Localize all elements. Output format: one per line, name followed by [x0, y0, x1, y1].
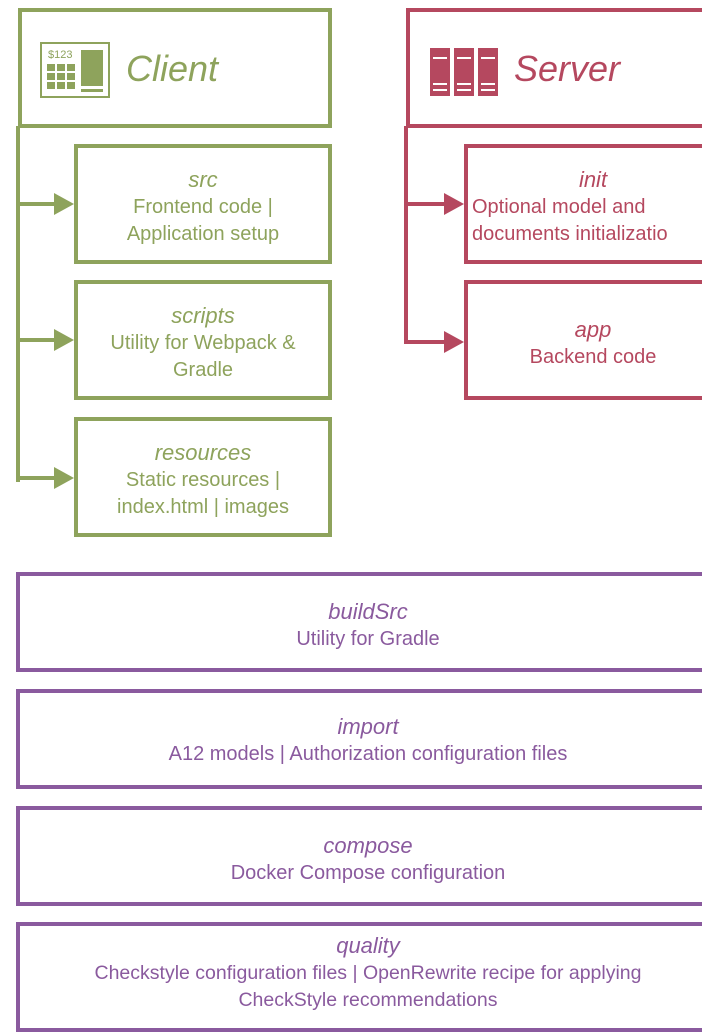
- folder-description: Utility for Webpack & Gradle: [110, 332, 296, 381]
- folder-name: scripts: [171, 303, 235, 328]
- folder-description: Static resources | index.html | images: [117, 469, 289, 518]
- calculator-icon: $123: [40, 42, 110, 98]
- folder-description: Optional model and documents initializat…: [472, 196, 668, 245]
- folder-description: Utility for Gradle: [296, 628, 440, 650]
- folder-name: init: [578, 167, 608, 192]
- folder-name: compose: [323, 833, 413, 858]
- folder-scripts: scripts Utility for Webpack & Gradle: [74, 280, 332, 400]
- client-header: $123 Client: [18, 8, 332, 128]
- arrow-icon: [54, 193, 74, 215]
- folder-description: Backend code: [529, 346, 657, 368]
- server-rack-icon: [430, 48, 498, 96]
- arrow-icon: [54, 467, 74, 489]
- server-header: Server: [406, 8, 702, 128]
- client-title: Client: [126, 48, 219, 89]
- folder-buildsrc: buildSrc Utility for Gradle: [16, 572, 702, 672]
- folder-name: src: [188, 167, 218, 192]
- folder-description: Frontend code | Application setup: [126, 196, 280, 245]
- client-trunk-line: [16, 126, 20, 482]
- folder-resources: resources Static resources | index.html …: [74, 417, 332, 537]
- client-branch-src: [16, 202, 56, 206]
- folder-name: resources: [154, 440, 252, 465]
- arrow-icon: [444, 331, 464, 353]
- folder-import: import A12 models | Authorization config…: [16, 689, 702, 789]
- server-trunk-line: [404, 126, 408, 344]
- client-branch-resources: [16, 476, 56, 480]
- folder-src: src Frontend code | Application setup: [74, 144, 332, 264]
- arrow-icon: [444, 193, 464, 215]
- svg-text:$123: $123: [48, 49, 72, 61]
- server-branch-init: [404, 202, 446, 206]
- folder-name: quality: [336, 933, 400, 958]
- folder-quality: quality Checkstyle configuration files |…: [16, 922, 702, 1032]
- server-branch-app: [404, 340, 446, 344]
- folder-name: import: [337, 714, 399, 739]
- folder-description: Docker Compose configuration: [230, 862, 506, 884]
- folder-description: Checkstyle configuration files | OpenRew…: [94, 962, 642, 1011]
- folder-init: init Optional model and documents initia…: [464, 144, 702, 264]
- server-title: Server: [514, 48, 621, 89]
- folder-app: app Backend code: [464, 280, 702, 400]
- folder-compose: compose Docker Compose configuration: [16, 806, 702, 906]
- folder-name: app: [574, 317, 612, 342]
- folder-name: buildSrc: [328, 599, 408, 624]
- arrow-icon: [54, 329, 74, 351]
- folder-description: A12 models | Authorization configuration…: [168, 743, 568, 765]
- client-branch-scripts: [16, 338, 56, 342]
